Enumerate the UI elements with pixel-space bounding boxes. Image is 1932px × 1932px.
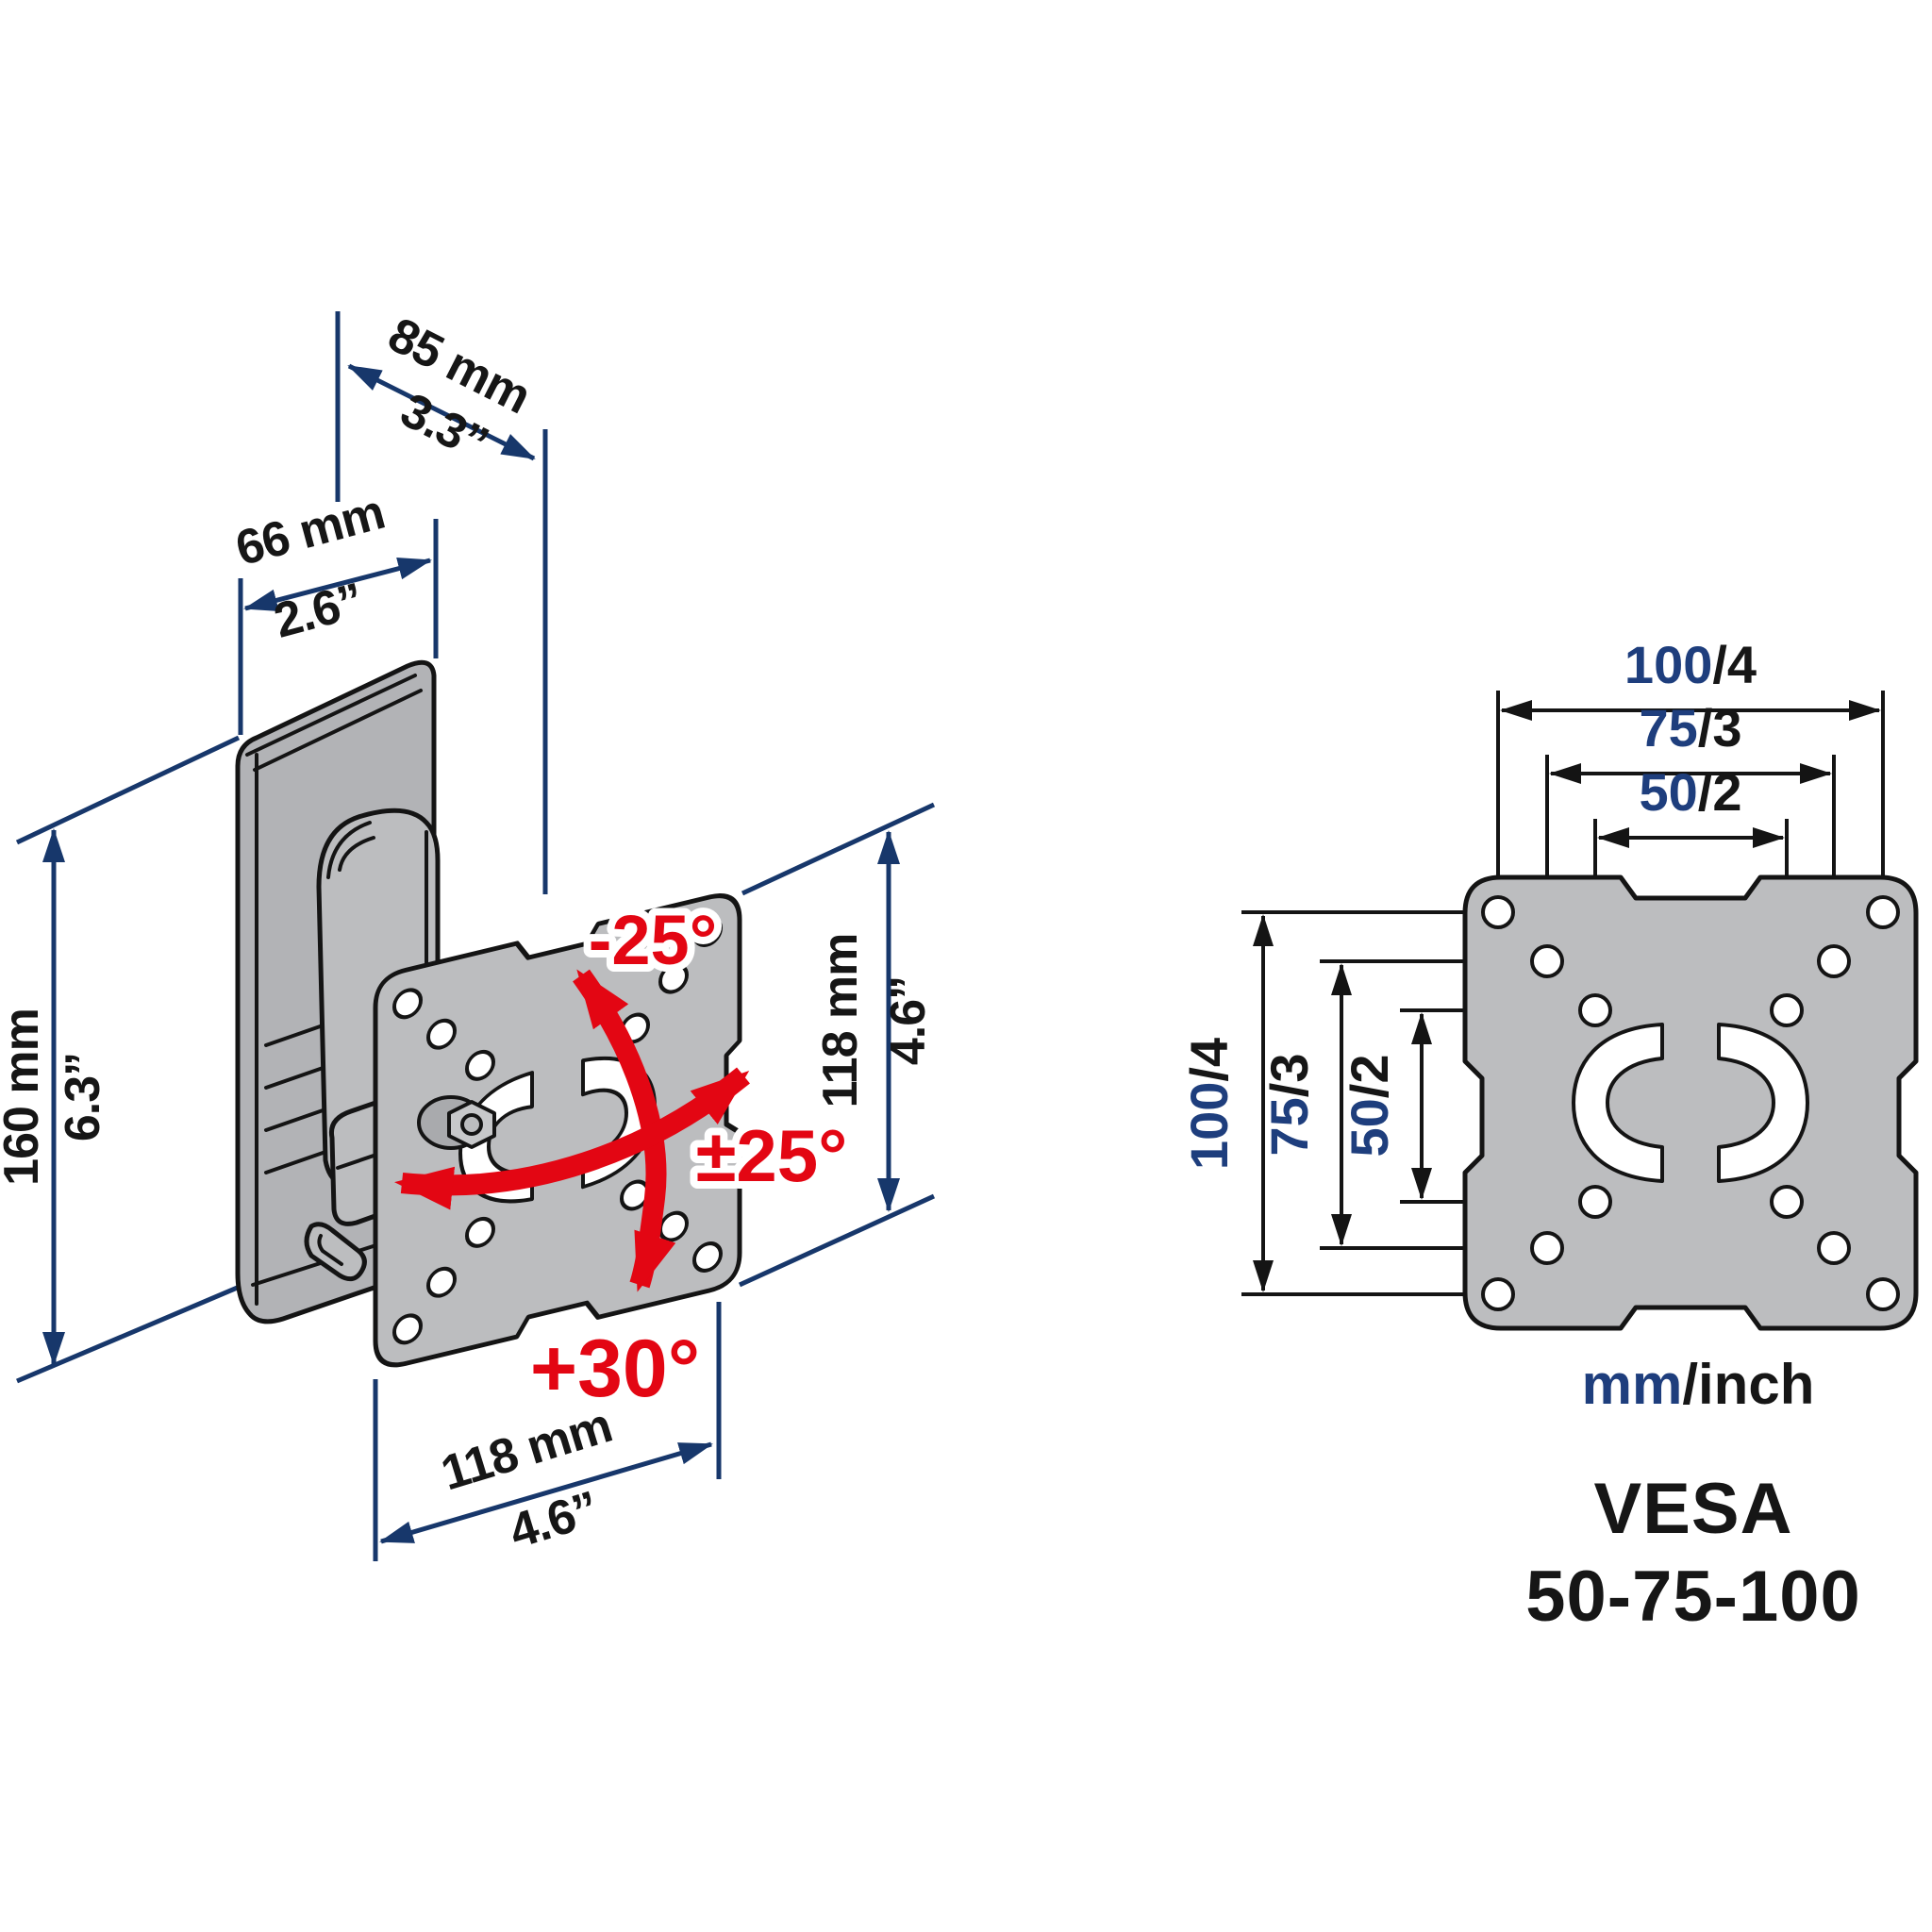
dim-100-4-label-v: 100/4	[1179, 1038, 1239, 1170]
vesa-plate-front-outline	[1462, 874, 1919, 1331]
dim-118r-ext-top	[741, 802, 936, 896]
lock-tab-line	[317, 1234, 343, 1266]
rail-groove-1	[264, 1022, 330, 1047]
tilt-up-angle-label: -25°	[589, 901, 718, 979]
rail-groove-4	[264, 1149, 330, 1174]
vesa-title: VESA	[1594, 1469, 1793, 1549]
dim-75-3-label-h: 75/3	[1640, 698, 1742, 758]
dim-50-2-label-v: 50/2	[1340, 1055, 1399, 1158]
dim-85-arrow	[347, 363, 536, 461]
dim-118r-inch-label: 4.6”	[881, 976, 936, 1065]
motion-arrows	[394, 969, 750, 1292]
rail-groove-2	[264, 1064, 330, 1090]
slab-top-edge-line2	[253, 689, 423, 772]
dim-75-3-label-v: 75/3	[1259, 1054, 1319, 1157]
dim-118r-ext-bottom	[738, 1193, 936, 1288]
left-figure-wall-mount: 85 mm 3.3” 66 mm 2.6” 160 mm 6.3” 118 mm…	[0, 308, 936, 1561]
dim-66-mm-label: 66 mm	[230, 485, 390, 576]
dim-66-arrow	[243, 557, 432, 612]
dim-66-inch-label: 2.6”	[269, 573, 369, 648]
swivel-arc-arrow	[394, 1067, 750, 1210]
dim-118r-mm-label: 118 mm	[813, 934, 868, 1108]
slab-top-edge-line	[245, 674, 417, 757]
dim-118b-arrow	[379, 1441, 713, 1544]
dim-100-4-label-h: 100/4	[1624, 635, 1757, 694]
arm-cap-line-1	[326, 821, 372, 879]
dim-160-mm-label: 160 mm	[0, 1008, 49, 1186]
dim-160-ext-top	[15, 735, 241, 845]
tilt-down-angle-label: +30°	[530, 1324, 700, 1414]
rail-groove-3	[264, 1107, 330, 1132]
swivel-angle-label: ±25°	[696, 1114, 848, 1197]
right-figure-labels: 100/4 75/3 50/2 100/4 75/3 50/2 mm/inch …	[1179, 635, 1861, 1637]
units-label: mm/inch	[1582, 1353, 1815, 1416]
dim-118b-inch-label: 4.6”	[503, 1481, 604, 1559]
dim-50-2-label-h: 50/2	[1640, 762, 1742, 822]
arm-cap-line-2	[338, 836, 375, 872]
vesa-sizes: 50-75-100	[1525, 1557, 1861, 1637]
dimension-lines-blue	[15, 311, 936, 1561]
bolt-center	[460, 1113, 483, 1136]
front-plate-holes	[1481, 895, 1900, 1311]
right-figure-vesa-plate: 100/4 75/3 50/2 100/4 75/3 50/2 mm/inch …	[1179, 635, 1919, 1637]
front-cutout-right	[1717, 1023, 1809, 1183]
left-figure-labels: 85 mm 3.3” 66 mm 2.6” 160 mm 6.3” 118 mm…	[0, 308, 936, 1560]
front-cutout-left	[1572, 1023, 1664, 1183]
dim-160-inch-label: 6.3”	[56, 1053, 110, 1141]
